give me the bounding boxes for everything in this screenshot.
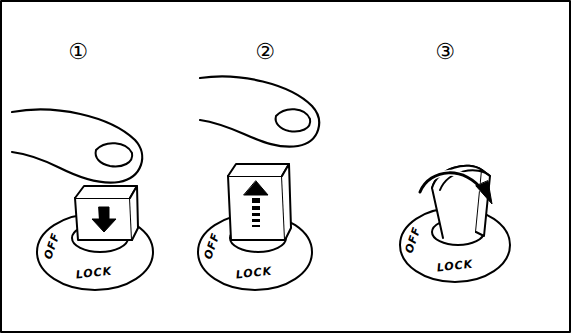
switch-position-label: LOCK (235, 266, 273, 281)
step-number: ③ (435, 41, 455, 63)
step-number: ② (255, 41, 275, 63)
panel-press (12, 110, 153, 290)
step-number: ① (68, 41, 88, 63)
panel-release (198, 76, 319, 290)
switch-position-label: LOCK (436, 259, 474, 274)
switch-position-label: LOCK (75, 266, 113, 281)
panel-turn (400, 166, 510, 282)
